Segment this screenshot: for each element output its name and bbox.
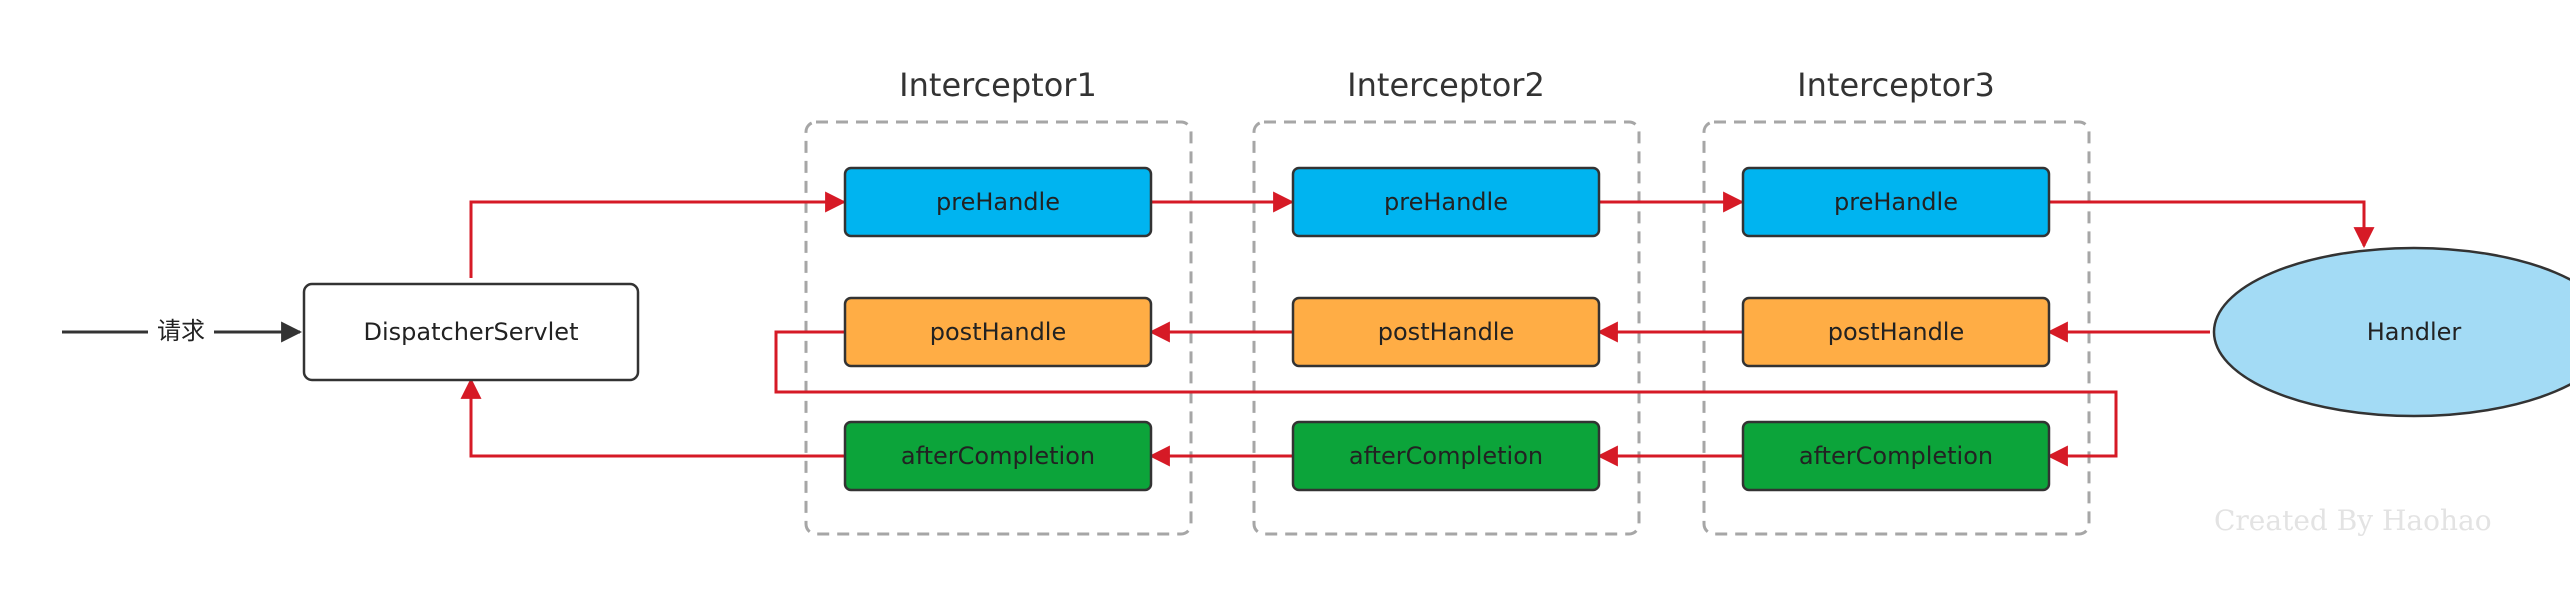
- interceptor2-posthandle-box: [1291, 296, 1601, 368]
- interceptor1-aftercompletion-box: [843, 420, 1153, 492]
- interceptor2-posthandle-label: postHandle: [1378, 318, 1514, 346]
- dispatcher-servlet-label: DispatcherServlet: [364, 318, 579, 346]
- interceptor3-aftercompletion-label: afterCompletion: [1799, 442, 1993, 470]
- interceptor3-prehandle-box: [1741, 166, 2051, 238]
- interceptor1-prehandle-label: preHandle: [936, 188, 1060, 216]
- handler-label: Handler: [2367, 318, 2462, 346]
- handler-ellipse: [2212, 246, 2570, 418]
- interceptor2-aftercompletion-label: afterCompletion: [1349, 442, 1543, 470]
- interceptor3-prehandle-label: preHandle: [1834, 188, 1958, 216]
- interceptor1-posthandle-box: [843, 296, 1153, 368]
- interceptor3-frame: [1702, 120, 2091, 536]
- interceptor3-posthandle-box: [1741, 296, 2051, 368]
- prehandle3-to-handler-arrow: [2049, 200, 2375, 249]
- interceptor3-posthandle-label: postHandle: [1828, 318, 1964, 346]
- interceptor1-aftercompletion-label: afterCompletion: [901, 442, 1095, 470]
- interceptor2-prehandle-label: preHandle: [1384, 188, 1508, 216]
- interceptor3-aftercompletion-box: [1741, 420, 2051, 492]
- interceptor2-title: Interceptor2: [1347, 66, 1545, 104]
- dispatcher-to-prehandle1-arrow: [469, 191, 847, 278]
- connectors: [62, 191, 2375, 467]
- interceptor1-frame: [804, 120, 1193, 536]
- dispatcher-servlet-box: [302, 282, 640, 382]
- watermark-text: Created By Haohao: [2214, 504, 2492, 537]
- request-label: 请求: [157, 317, 205, 345]
- interceptor2-aftercompletion-box: [1291, 420, 1601, 492]
- interceptor1-posthandle-label: postHandle: [930, 318, 1066, 346]
- interceptor1-title: Interceptor1: [899, 66, 1097, 104]
- interceptor1-prehandle-box: [843, 166, 1153, 238]
- interceptor3-title: Interceptor3: [1797, 66, 1995, 104]
- interceptor2-prehandle-box: [1291, 166, 1601, 238]
- aftercompletion1-to-dispatcher-arrow: [460, 377, 844, 458]
- posthandle1-to-aftercompletion3-arrow: [774, 330, 2118, 467]
- interceptor2-frame: [1252, 120, 1641, 536]
